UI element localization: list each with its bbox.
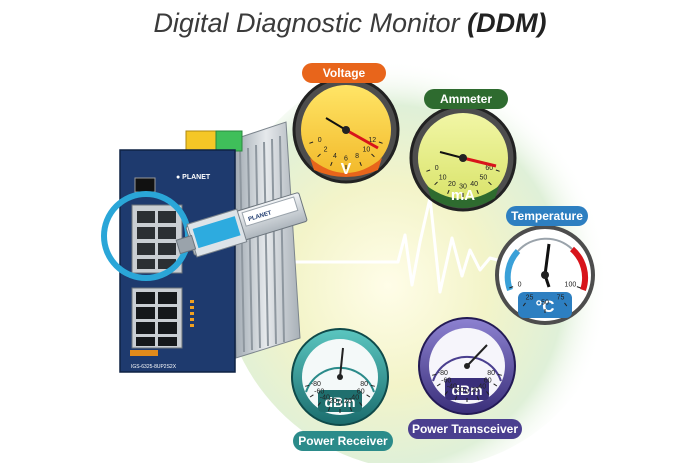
voltage-tick-mark [371, 153, 375, 158]
voltage-tick-label: 10 [363, 147, 371, 154]
power-receiver-needle [339, 347, 344, 378]
power-receiver-tick-label: 60 [357, 388, 365, 395]
temperature-tick-label: 75 [557, 295, 565, 302]
industrial-switch: ● PLANET [119, 121, 301, 373]
temperature-tick-mark [522, 302, 526, 307]
power-receiver-tick-label: 80 [360, 381, 368, 388]
power-receiver-tick-label: 20 [344, 398, 352, 405]
power-transceiver-tick-label: 60 [484, 377, 492, 384]
ammeter-tick-label: 0 [435, 165, 439, 172]
power-transceiver-tick-mark [436, 383, 441, 387]
ammeter-tick-mark [488, 181, 492, 186]
signal-waveform [250, 196, 620, 294]
power-receiver-tick-mark [317, 402, 321, 406]
ammeter-tick-label: 30 [459, 184, 467, 191]
ammeter-tick-label: 60 [485, 165, 493, 172]
voltage-tick-label: 12 [368, 137, 376, 144]
power-transceiver-tick-mark [486, 391, 490, 395]
voltage-label: Voltage [302, 63, 386, 83]
ammeter-tick-label: 10 [439, 175, 447, 182]
ammeter-needle [462, 156, 497, 168]
ammeter-tick-mark [495, 169, 500, 172]
power-transceiver-tick-mark [444, 391, 448, 395]
power-receiver-tick-mark [370, 384, 375, 387]
ammeter-tick-mark [426, 169, 431, 172]
power-receiver-tick-mark [349, 407, 353, 412]
power-transceiver-needle [466, 344, 488, 367]
switch-brand-logo: ● PLANET [176, 174, 211, 181]
power-receiver-tick-label: 40 [351, 394, 359, 401]
title-acronym: (DDM) [467, 8, 547, 38]
voltage-unit-label: V [341, 161, 352, 178]
temperature-tick-label: 100 [565, 282, 577, 289]
power-receiver-tick-label: -60 [314, 388, 324, 395]
ammeter-tick-label: 50 [480, 175, 488, 182]
voltage-tick-label: 2 [324, 147, 328, 154]
title-text: Digital Diagnostic Monitor [153, 8, 460, 38]
power-transceiver-tick-label: -40 [447, 383, 457, 390]
power-transceiver-tick-label: -80 [438, 370, 448, 377]
power-transceiver-tick-mark [432, 373, 437, 376]
temperature-tick-label: 25 [526, 295, 534, 302]
ammeter-tick-mark [434, 181, 438, 186]
ammeter-tick-mark [476, 189, 479, 194]
power-transceiver-label: Power Transceiver [408, 419, 522, 439]
power-transceiver-tick-label: 80 [487, 370, 495, 377]
power-receiver-label: Power Receiver [293, 431, 393, 451]
voltage-tick-mark [359, 161, 362, 166]
voltage-tick-label: 6 [344, 156, 348, 163]
power-receiver-tick-label: 0 [338, 400, 342, 407]
temperature-unit-label: °C [535, 297, 554, 316]
voltage-tick-mark [309, 141, 314, 144]
power-receiver-tick-mark [359, 402, 363, 406]
power-receiver-unit-label: dBm [324, 394, 355, 410]
power-transceiver-tick-label: 0 [465, 389, 469, 396]
voltage-tick-label: 4 [333, 153, 337, 160]
temperature-tick-mark [564, 302, 568, 307]
switch-model-label: IGS-6325-8UP2S2X [131, 364, 177, 370]
power-receiver-tick-label: -40 [320, 394, 330, 401]
power-receiver-tick-mark [366, 394, 371, 398]
ammeter-label: Ammeter [424, 89, 508, 109]
power-transceiver-unit-label: dBm [451, 382, 482, 398]
page-title: Digital Diagnostic Monitor (DDM) [0, 8, 700, 39]
voltage-tick-mark [317, 153, 321, 158]
power-transceiver-tick-mark [454, 396, 458, 401]
power-transceiver-tick-label: 40 [478, 383, 486, 390]
power-receiver-tick-mark [309, 394, 314, 398]
power-transceiver-tick-mark [493, 383, 498, 387]
voltage-tick-label: 0 [318, 137, 322, 144]
temperature-needle [543, 243, 551, 276]
temperature-tick-label: 0 [518, 282, 522, 289]
power-transceiver-tick-mark [476, 396, 480, 401]
temperature-tick-mark [576, 286, 581, 289]
ammeter-tick-mark [447, 189, 450, 194]
power-transceiver-tick-label: -60 [441, 377, 451, 384]
power-transceiver-tick-label: -20 [454, 387, 464, 394]
temperature-tick-mark [509, 286, 514, 289]
temperature-tick-label: 50 [541, 300, 549, 307]
voltage-tick-label: 8 [355, 153, 359, 160]
ammeter-tick-label: 40 [470, 181, 478, 188]
power-transceiver-tick-mark [497, 373, 502, 376]
voltage-tick-mark [378, 141, 383, 144]
power-receiver-tick-mark [327, 407, 331, 412]
voltage-needle [345, 128, 379, 150]
voltage-tick-mark [330, 161, 333, 166]
sfp-highlight-ring [101, 191, 191, 281]
power-transceiver-tick-label: 20 [471, 387, 479, 394]
power-receiver-tick-label: -20 [327, 398, 337, 405]
temperature-label: Temperature [506, 206, 588, 226]
sfp-transceiver-module: PLANET [175, 192, 308, 258]
power-receiver-tick-label: -80 [311, 381, 321, 388]
power-receiver-tick-mark [305, 384, 310, 387]
ammeter-tick-label: 20 [448, 181, 456, 188]
